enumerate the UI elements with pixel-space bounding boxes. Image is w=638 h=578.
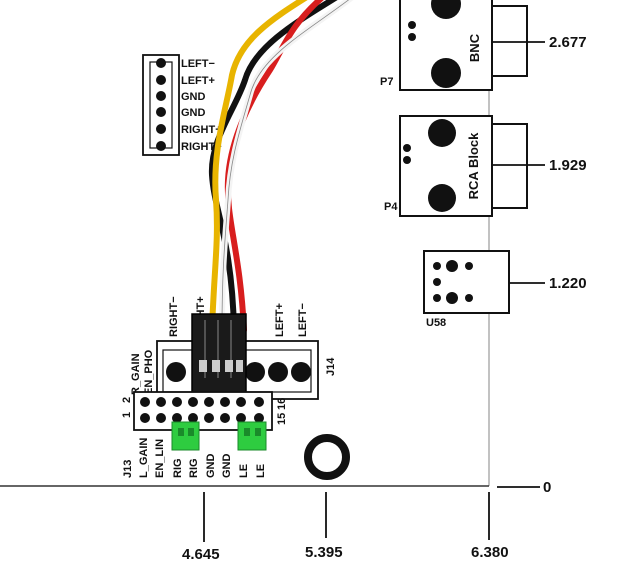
wire-plug-housing xyxy=(191,313,247,397)
j13-end-number: 16 xyxy=(276,398,288,410)
dim-x-label: 6.380 xyxy=(471,544,509,561)
j13-bottom-label: RIG xyxy=(188,458,200,478)
jumper-right xyxy=(171,421,200,451)
dim-x-label: 5.395 xyxy=(305,544,343,561)
dim-x-label: 4.645 xyxy=(182,546,220,563)
p7-type-label: BNC xyxy=(467,33,482,62)
p7-dimension: 2.677 xyxy=(549,34,587,51)
p7-ref-label: P7 xyxy=(380,76,393,88)
speaker-pin-label: LEFT+ xyxy=(181,75,215,87)
p4-rca-connector: RCA Block P4 1.929 xyxy=(384,115,587,217)
j14-pin-label: RIGHT− xyxy=(168,296,180,337)
j13-header: 1 2 15 16 J13 L_GAIN EN_LIN RIG RIG GND … xyxy=(121,391,288,479)
speaker-pin-label: LEFT− xyxy=(181,58,215,70)
p7-bnc-connector: BNC P7 2.677 xyxy=(380,0,587,91)
mounting-hole xyxy=(304,434,350,480)
u58-component: U58 1.220 xyxy=(423,250,587,329)
j13-bottom-label: GND xyxy=(205,454,217,479)
p4-dimension: 1.929 xyxy=(549,157,587,174)
dimension-lines: 4.645 5.395 6.380 0 xyxy=(182,479,551,563)
jumper-left xyxy=(237,421,267,451)
u58-dimension: 1.220 xyxy=(549,275,587,292)
u58-ref-label: U58 xyxy=(426,317,446,329)
j13-col-number: 1 xyxy=(121,412,133,418)
speaker-pin-label: RIGHT− xyxy=(181,141,222,153)
speaker-pin-label: GND xyxy=(181,91,206,103)
j13-bottom-label: EN_LIN xyxy=(154,439,166,478)
speaker-pin-label: GND xyxy=(181,107,206,119)
j14-ref-label: J14 xyxy=(325,357,337,376)
p4-ref-label: P4 xyxy=(384,201,398,213)
twisted-wire-bundle xyxy=(208,0,354,333)
j13-end-number: 15 xyxy=(276,413,288,425)
j14-side-label: EN_PHO xyxy=(143,349,155,395)
j13-bottom-label: GND xyxy=(221,454,233,479)
j14-pin-label: LEFT− xyxy=(297,303,309,337)
j14-pin-label: LEFT+ xyxy=(274,303,286,337)
j13-bottom-label: RIG xyxy=(172,458,184,478)
j13-ref-label: J13 xyxy=(122,460,134,478)
p4-type-label: RCA Block xyxy=(466,132,481,199)
dim-y-zero-label: 0 xyxy=(543,479,551,496)
j13-col-number: 2 xyxy=(121,397,133,403)
j13-bottom-label: LE xyxy=(238,464,250,478)
speaker-header: LEFT− LEFT+ GND GND RIGHT+ RIGHT− xyxy=(142,54,222,156)
j14-side-label: R_GAIN xyxy=(130,353,142,395)
j13-bottom-label: LE xyxy=(255,464,267,478)
speaker-pin-label: RIGHT+ xyxy=(181,124,222,136)
j13-bottom-label: L_GAIN xyxy=(138,438,150,478)
